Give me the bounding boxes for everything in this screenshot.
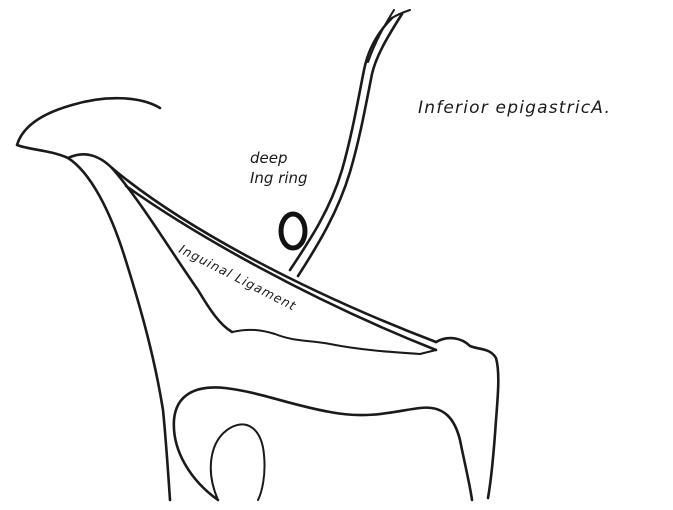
label-inferior-epigastric-artery: Inferior epigastricA. — [418, 98, 611, 118]
inguinal-ligament-upper-line — [112, 168, 436, 342]
inferior-epigastric-artery-branch — [368, 10, 394, 62]
obturator-foramen-outline — [174, 387, 472, 500]
ilium-inner-contour — [68, 154, 232, 332]
inguinal-ligament-lower-line — [126, 186, 436, 350]
label-deep-ring-line2: Ing ring — [250, 169, 308, 187]
label-deep-ring-line1: deep — [250, 149, 288, 167]
iliac-crest-outline — [17, 98, 170, 500]
inferior-epigastric-artery-right-wall — [298, 14, 402, 276]
superior-pubic-ramus-border — [232, 330, 436, 354]
deep-inguinal-ring — [281, 214, 305, 248]
acetabulum-inner-curve — [211, 424, 265, 500]
